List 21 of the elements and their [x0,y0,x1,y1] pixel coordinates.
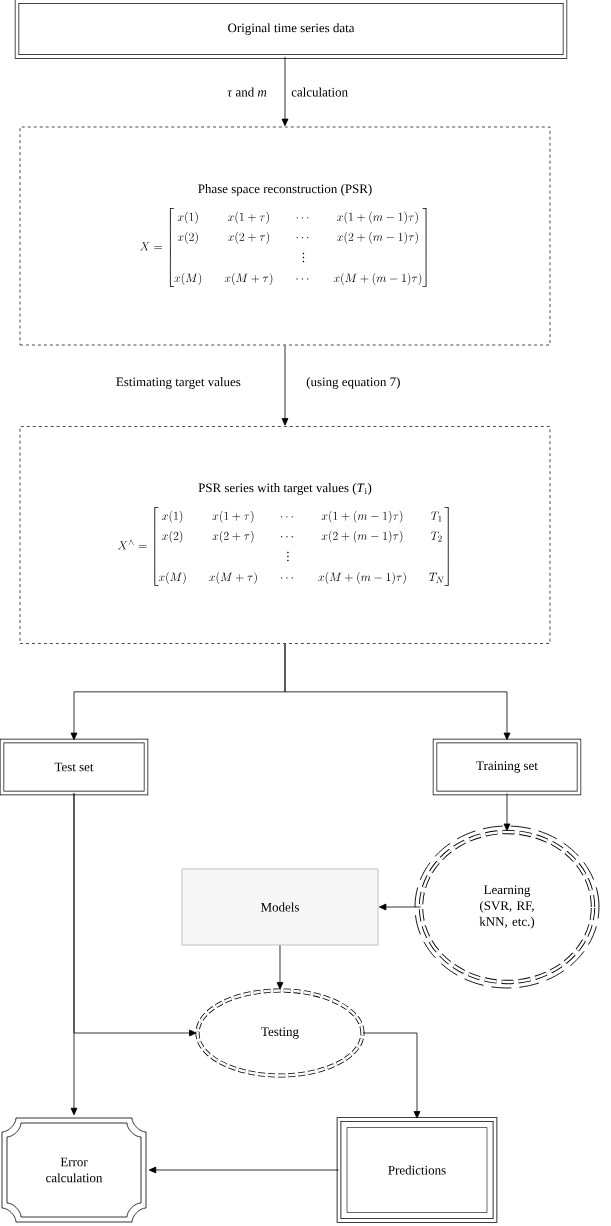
arrow [281,56,289,127]
edge-label: τ and m [227,87,267,97]
dashed-box: PSR series with target values (T$_{i}$) $X^{\wedge} = \begin{bmatrix} x(1) & x(1+\tau) & \cdots & x(1+(m-1)\tau) & T_1 \\ x(2) & x(2+\tau) & \cdots & x(2+(m-1)\tau) & T_2 \\ & & \vdots & & \\ x(M) & x(M+\tau) & \cdots & x(M+(m-1)\tau) & T_N \end{bmatrix}$ [19,426,551,644]
process-box: Training set [432,738,582,796]
process-box: Test set [0,738,149,796]
arrow [503,792,511,831]
arrow [281,344,289,426]
arrow [378,903,421,911]
arrow [70,792,78,1116]
model-box: Models [181,868,379,946]
output-box: Predictions [336,1117,498,1223]
arrow [148,1166,339,1174]
result-box: Error calculation [1,1117,147,1223]
annotation-text: calculation [291,87,348,97]
dashed-box: Phase space reconstruction (PSR) $X = \begin{bmatrix} x(1) & x(1+\tau) & \cdots & x(1+(m-1)\tau) \\ x(2) & x(2+\tau) & \cdots & x(2+(m-1)\tau) \\ & & \vdots & \\ x(M) & x(M+\tau) & \cdots & x(M+(m-1)\tau) \end{bmatrix}$ [19,126,551,346]
arrow [276,944,284,990]
arrow [362,1032,421,1119]
process-box: Original time series data [14,0,568,59]
annotation-text: (using equation 7) [306,377,400,389]
arrow [284,643,511,741]
edge-label: Estimating target values [116,377,241,389]
